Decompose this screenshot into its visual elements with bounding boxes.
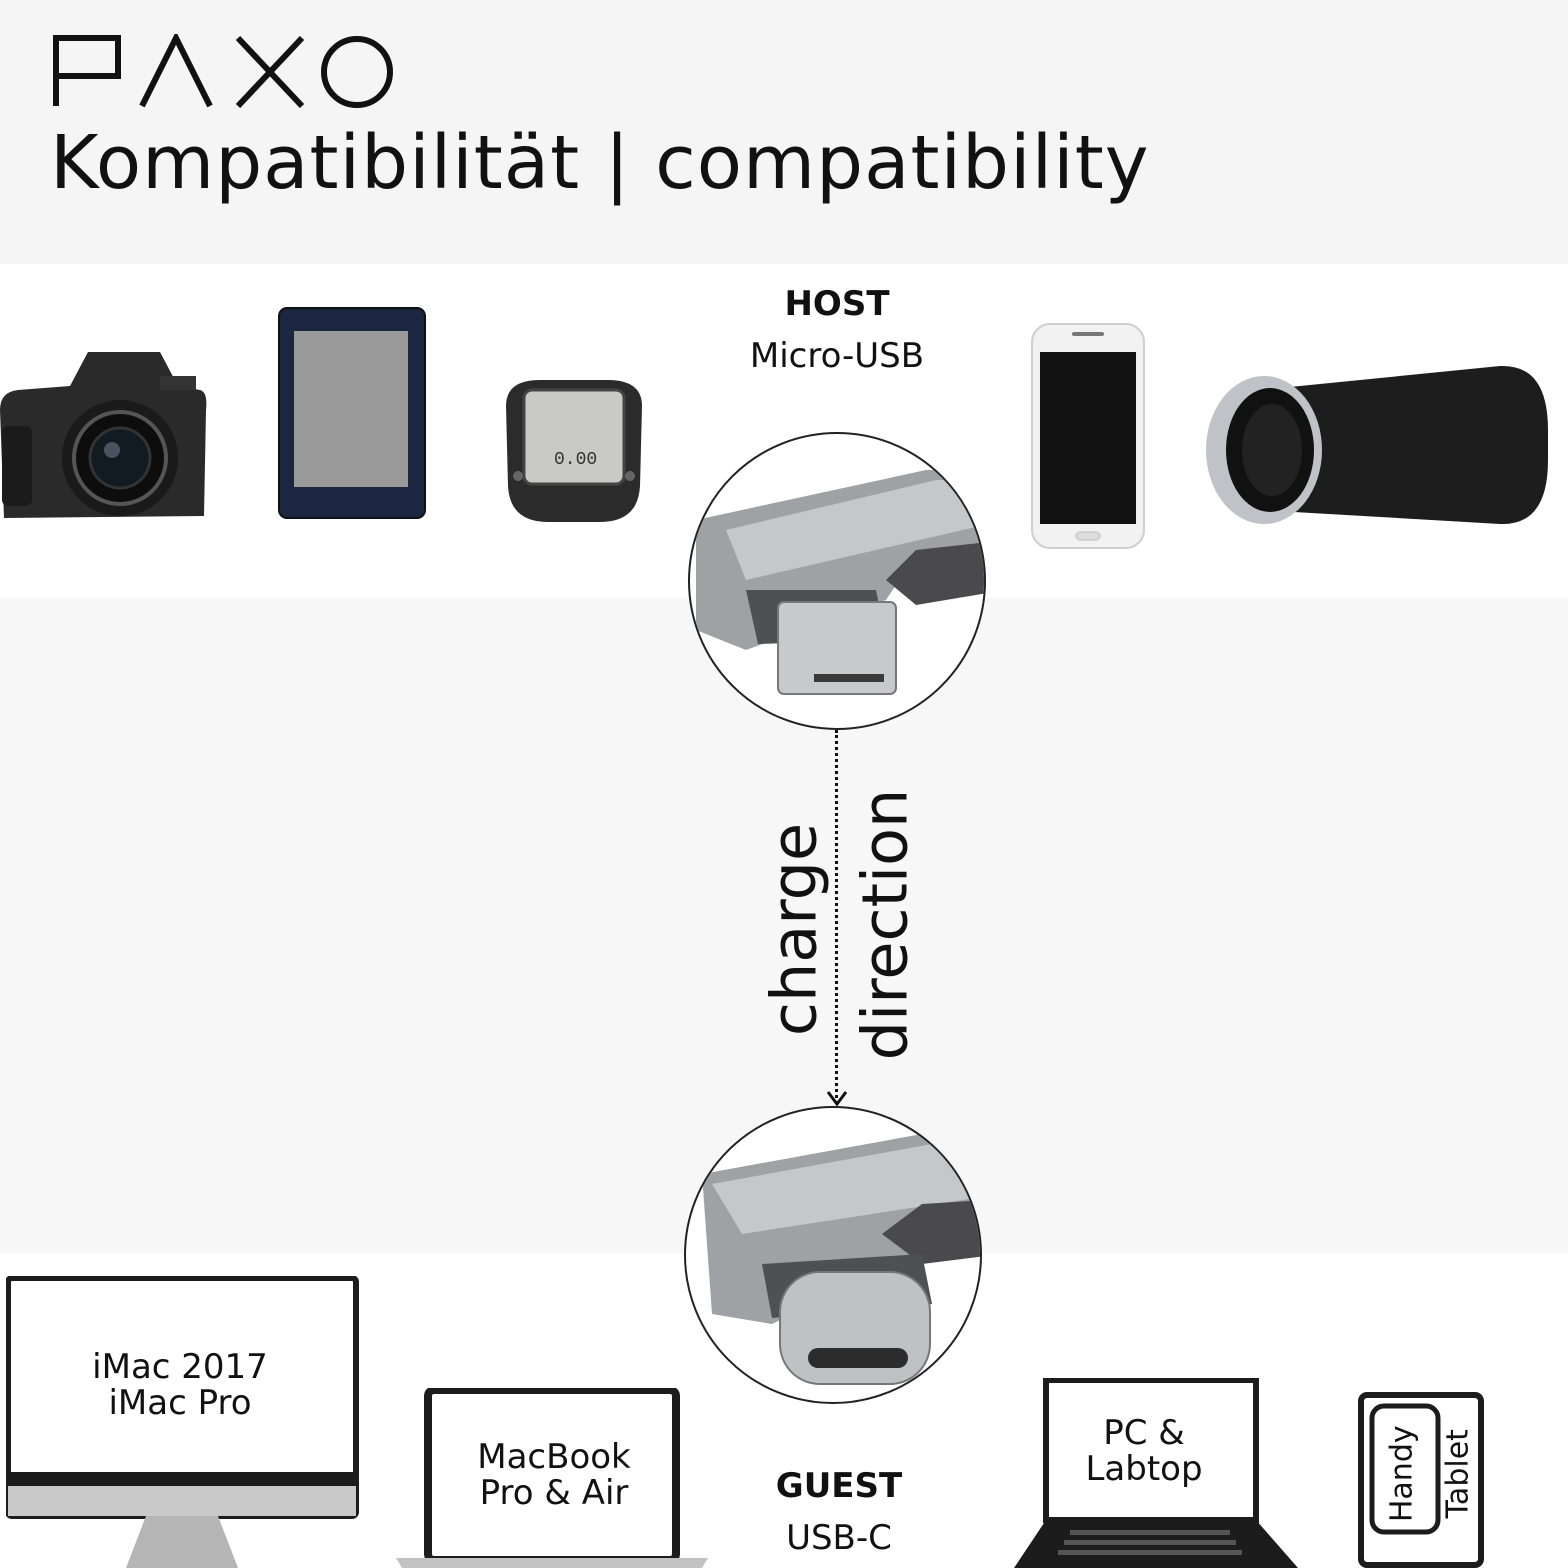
charge-direction-line — [835, 730, 838, 1098]
host-heading: HOST — [784, 284, 890, 324]
bike-computer-image: 0.00 — [506, 380, 642, 522]
arrow-down-icon — [826, 1091, 848, 1107]
charge-label: charge — [757, 822, 831, 1037]
smartphone-image — [1031, 323, 1145, 549]
svg-text:0.00: 0.00 — [554, 450, 597, 470]
device-imac-line2: iMac Pro — [108, 1383, 252, 1423]
device-pc-line1: PC & — [1103, 1413, 1185, 1453]
guest-port-type: USB-C — [786, 1518, 892, 1558]
device-tablet-label: Tablet — [1440, 1429, 1476, 1519]
device-pc-line2: Labtop — [1085, 1449, 1203, 1489]
camera-image — [0, 352, 207, 518]
speaker-image — [1206, 365, 1548, 525]
direction-label: direction — [848, 788, 922, 1061]
imac-image — [6, 1276, 359, 1568]
phone-tablet-image — [1358, 1392, 1484, 1568]
pc-laptop-image — [1014, 1378, 1298, 1568]
host-port-type: Micro-USB — [749, 336, 925, 376]
paxo-logo — [53, 34, 393, 108]
micro-usb-connector-image — [688, 432, 986, 730]
page-title: Kompatibilität | compatibility — [50, 120, 1150, 206]
ereader-image — [278, 307, 426, 519]
device-handy-label: Handy — [1384, 1425, 1420, 1523]
device-macbook-line2: Pro & Air — [479, 1473, 629, 1513]
guest-heading: GUEST — [775, 1466, 903, 1506]
device-macbook-line1: MacBook — [477, 1437, 631, 1477]
usb-c-connector-image — [684, 1106, 982, 1404]
macbook-image — [396, 1388, 708, 1568]
header-band — [0, 0, 1568, 264]
device-imac-line1: iMac 2017 — [92, 1347, 268, 1387]
